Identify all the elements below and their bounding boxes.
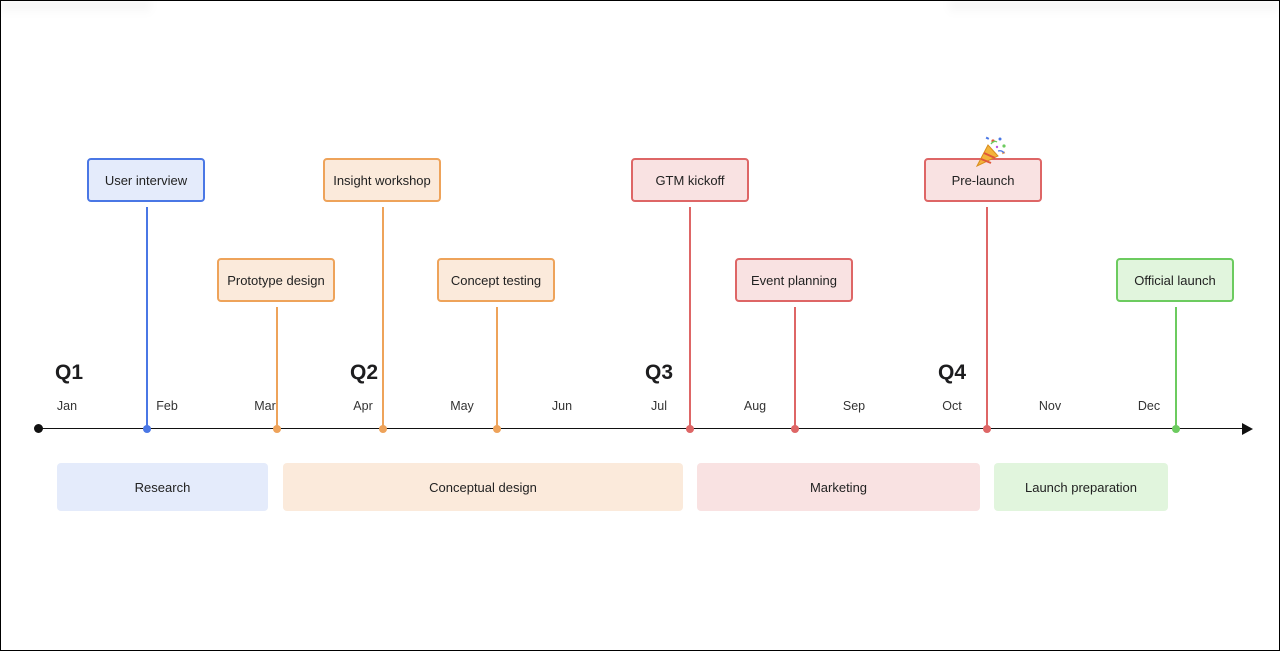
month-label: May (450, 399, 474, 413)
month-label: Oct (942, 399, 962, 413)
event-concept-testing[interactable]: Concept testing (437, 258, 555, 302)
month-label: Mar (254, 399, 276, 413)
month-label: Aug (743, 399, 767, 413)
event-marker-dot (143, 424, 151, 433)
top-left-shadow (1, 1, 151, 15)
quarter-label: Q1 (55, 361, 84, 384)
phase-research: Research (57, 463, 268, 511)
top-right-shadow (949, 1, 1279, 15)
month-label: Jun (551, 399, 573, 413)
timeline-axis (39, 427, 1244, 429)
event-insight-workshop[interactable]: Insight workshop (323, 158, 441, 202)
event-connector (146, 207, 148, 429)
party-popper-icon (975, 136, 1006, 167)
month-label: Dec (1137, 399, 1161, 413)
event-connector (382, 207, 384, 429)
month-label: Jul (651, 399, 667, 413)
event-marker-dot (686, 424, 694, 433)
quarter-label: Q4 (938, 361, 967, 384)
event-marker-dot (273, 424, 281, 433)
month-label: Jan (56, 399, 78, 413)
event-connector (276, 307, 278, 429)
event-marker-dot (1172, 424, 1180, 433)
quarter-label: Q2 (350, 361, 379, 384)
event-official-launch[interactable]: Official launch (1116, 258, 1234, 302)
phase-conceptual-design: Conceptual design (283, 463, 683, 511)
quarter-label: Q3 (645, 361, 674, 384)
axis-start-dot (34, 423, 43, 433)
event-marker-dot (791, 424, 799, 433)
phase-launch-preparation: Launch preparation (994, 463, 1168, 511)
phase-marketing: Marketing (697, 463, 980, 511)
event-pre-launch[interactable]: Pre-launch (924, 158, 1042, 202)
event-connector (689, 207, 691, 429)
event-marker-dot (379, 424, 387, 433)
event-event-planning[interactable]: Event planning (735, 258, 853, 302)
event-connector (1175, 307, 1177, 429)
event-connector (496, 307, 498, 429)
event-connector (986, 207, 988, 429)
month-label: Apr (353, 399, 373, 413)
month-label: Sep (842, 399, 866, 413)
event-connector (794, 307, 796, 429)
event-marker-dot (493, 424, 501, 433)
month-label: Feb (156, 399, 178, 413)
event-user-interview[interactable]: User interview (87, 158, 205, 202)
event-gtm-kickoff[interactable]: GTM kickoff (631, 158, 749, 202)
event-prototype-design[interactable]: Prototype design (217, 258, 335, 302)
event-marker-dot (983, 424, 991, 433)
month-label: Nov (1038, 399, 1062, 413)
axis-arrow-icon (1242, 422, 1253, 435)
